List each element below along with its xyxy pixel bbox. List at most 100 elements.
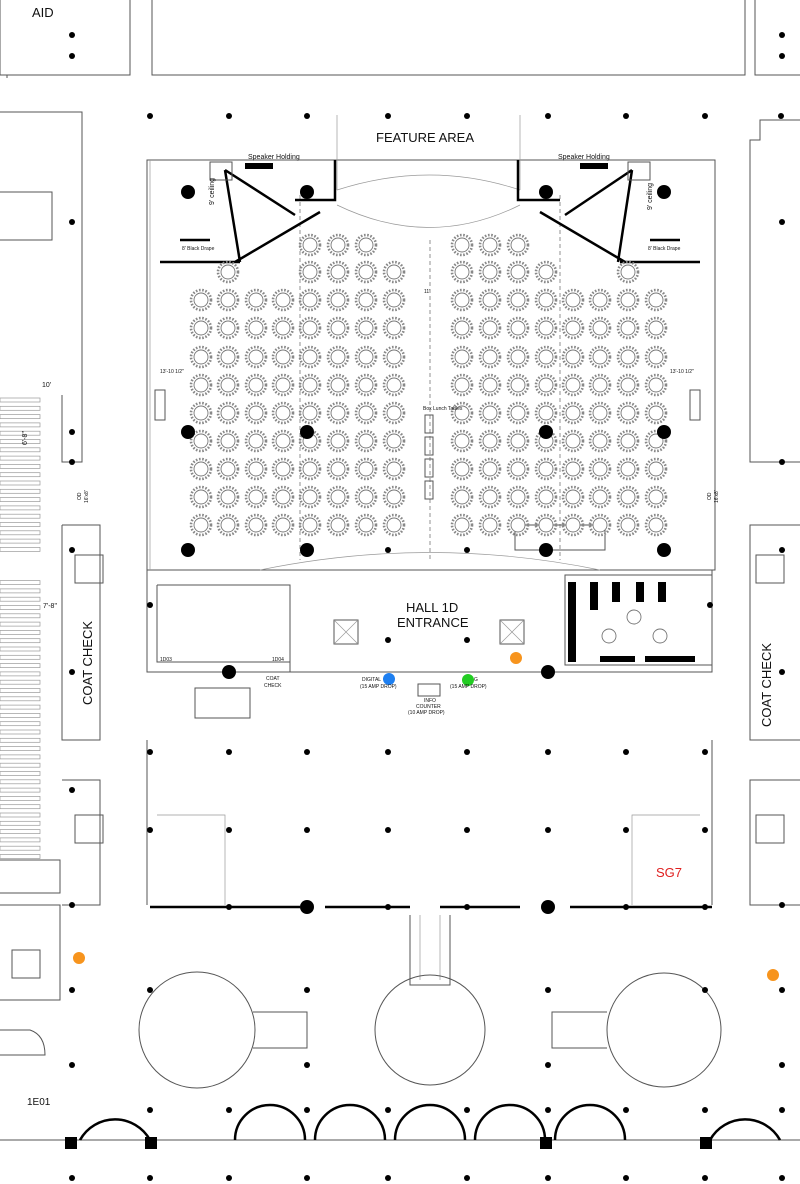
round-table xyxy=(561,429,585,453)
column xyxy=(779,1175,785,1181)
od-left-2: 16'x8' xyxy=(84,490,90,503)
seat-row xyxy=(0,430,41,436)
column xyxy=(623,1107,629,1113)
column xyxy=(385,113,391,119)
left-corridor-walls xyxy=(0,111,104,1001)
round-table xyxy=(271,429,295,453)
dim-11: 11' xyxy=(424,289,430,295)
seat-row xyxy=(0,405,41,411)
round-table xyxy=(271,373,295,397)
round-table xyxy=(450,485,474,509)
seat-row xyxy=(0,688,41,693)
dim-6-8: 6'-8" xyxy=(22,431,29,445)
round-table xyxy=(326,485,350,509)
column xyxy=(464,637,470,643)
column xyxy=(69,1062,75,1068)
seat-row xyxy=(0,414,41,419)
column xyxy=(779,1062,785,1068)
column xyxy=(147,1107,153,1113)
column xyxy=(147,987,153,993)
round-table xyxy=(326,401,350,425)
marker-orange[interactable] xyxy=(510,652,522,664)
column xyxy=(702,827,708,833)
column xyxy=(304,1062,310,1068)
speaker-holding-left: Speaker Holding xyxy=(248,154,300,161)
column xyxy=(147,827,153,833)
seat-row xyxy=(0,679,41,685)
round-table xyxy=(382,260,406,284)
column xyxy=(304,749,310,755)
round-table xyxy=(450,316,474,340)
column xyxy=(304,1175,310,1181)
column xyxy=(545,749,551,755)
room-label-1d03: 1D03 xyxy=(160,657,172,663)
columns xyxy=(69,32,785,1181)
seat-row xyxy=(0,621,41,627)
column xyxy=(779,53,785,59)
round-table xyxy=(354,513,378,537)
seat-row xyxy=(0,588,41,594)
column xyxy=(226,113,232,119)
round-table xyxy=(271,513,295,537)
registration-marker[interactable] xyxy=(462,674,474,686)
seat-row xyxy=(0,422,41,428)
seat-row xyxy=(0,663,41,668)
round-table xyxy=(588,288,612,312)
seat-row xyxy=(0,530,41,536)
round-table xyxy=(561,401,585,425)
round-table xyxy=(298,401,322,425)
round-table xyxy=(478,513,502,537)
column xyxy=(623,827,629,833)
seat-row xyxy=(0,596,41,602)
round-table xyxy=(326,513,350,537)
round-table xyxy=(382,373,406,397)
round-table xyxy=(354,260,378,284)
round-table xyxy=(478,429,502,453)
dim-right-width: 13'-10 1/2" xyxy=(670,369,694,375)
hall-subtitle: ENTRANCE xyxy=(397,615,469,630)
round-table xyxy=(450,429,474,453)
seat-row xyxy=(0,513,41,519)
round-table xyxy=(588,373,612,397)
round-table xyxy=(244,316,268,340)
round-table xyxy=(326,457,350,481)
column xyxy=(541,900,555,914)
info-line2: COUNTER xyxy=(416,704,441,710)
column xyxy=(226,904,232,910)
seat-row xyxy=(0,455,41,461)
lower-lobby xyxy=(146,687,713,986)
column xyxy=(779,32,785,38)
registration-sub: (15 AMP DROP) xyxy=(450,684,487,690)
column xyxy=(464,827,470,833)
seat-row xyxy=(0,397,41,403)
digital-sign-marker[interactable] xyxy=(383,673,395,685)
column xyxy=(222,665,236,679)
round-table xyxy=(189,401,213,425)
round-table xyxy=(216,513,240,537)
seat-row xyxy=(0,845,41,851)
round-table xyxy=(616,429,640,453)
round-table xyxy=(616,373,640,397)
od-right-2: 16'x8' xyxy=(714,490,720,503)
column xyxy=(779,547,785,553)
column xyxy=(385,1107,391,1113)
column xyxy=(69,902,75,908)
round-table xyxy=(644,401,668,425)
round-table xyxy=(326,260,350,284)
marker-orange[interactable] xyxy=(767,969,779,981)
round-table xyxy=(450,233,474,257)
seat-row xyxy=(0,721,41,727)
round-table xyxy=(644,373,668,397)
round-table xyxy=(189,513,213,537)
round-table xyxy=(506,316,530,340)
round-table xyxy=(588,345,612,369)
round-table xyxy=(271,316,295,340)
round-table xyxy=(506,288,530,312)
column xyxy=(539,425,553,439)
round-table xyxy=(506,401,530,425)
column xyxy=(779,902,785,908)
round-table xyxy=(616,401,640,425)
round-table xyxy=(216,401,240,425)
marker-orange[interactable] xyxy=(73,952,85,964)
